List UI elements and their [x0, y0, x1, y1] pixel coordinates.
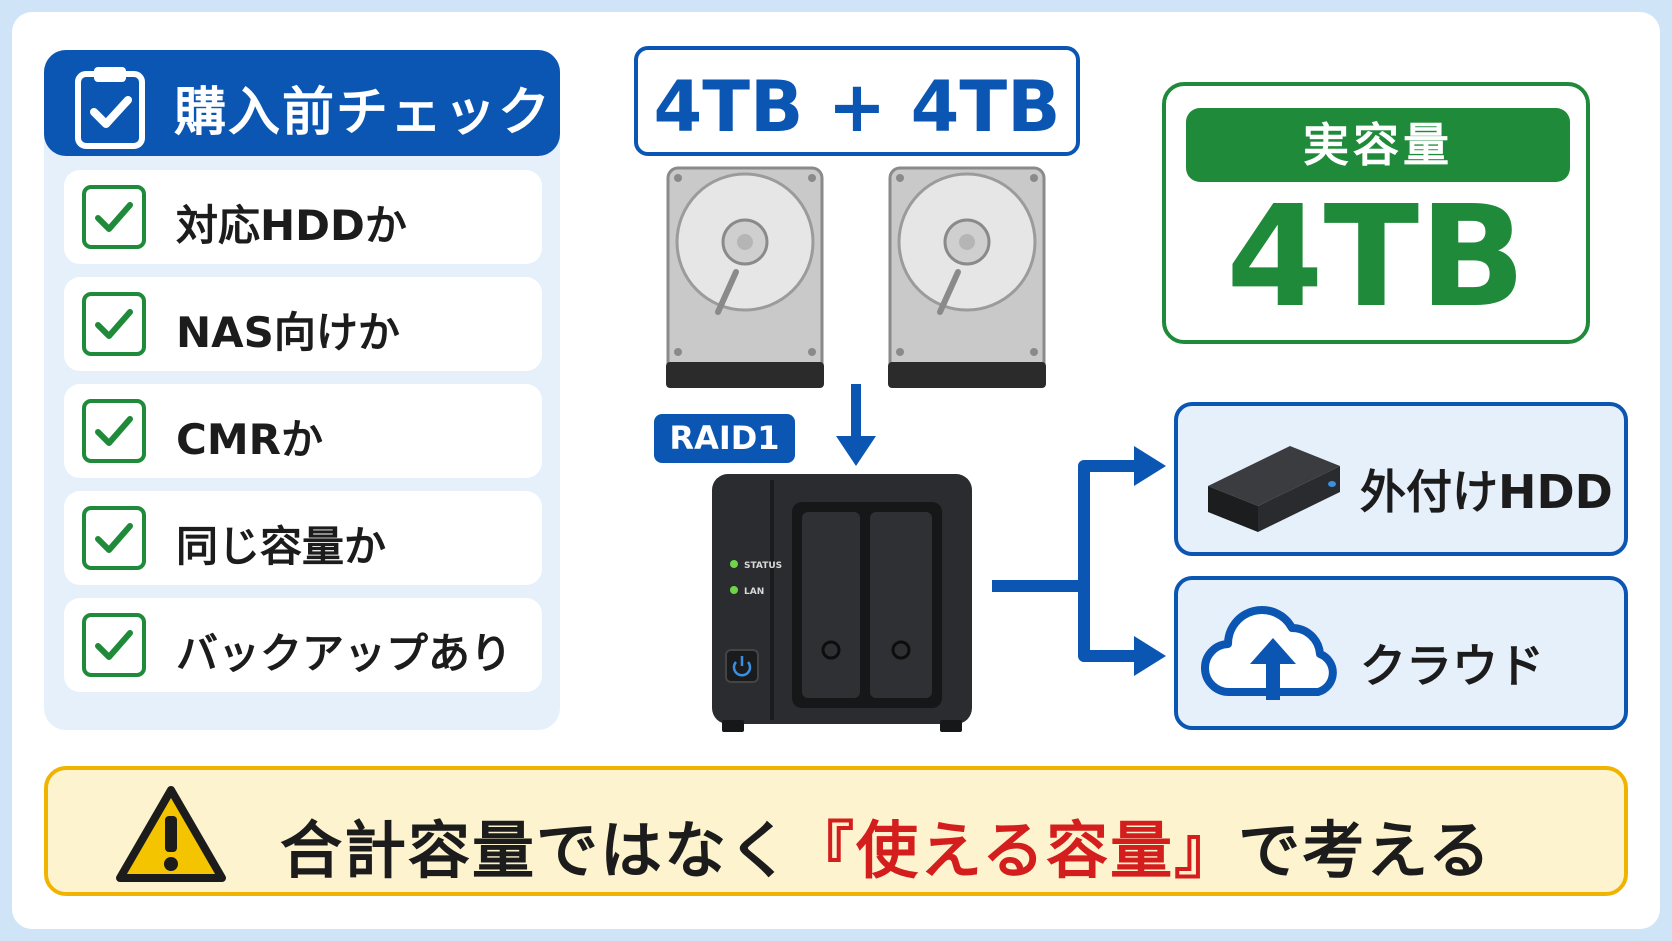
checklist-item-label: 対応HDDか [176, 201, 407, 250]
nas-device-icon: STATUS LAN [712, 474, 972, 732]
checklist-item-label: バックアップあり [176, 629, 513, 678]
checklist-item: 同じ容量か [64, 491, 542, 585]
banner-text-suffix: で考える [1238, 814, 1493, 887]
drive-capacity-box: 4TB + 4TB [634, 46, 1080, 156]
checklist-panel: 購入前チェック 対応HDDか NAS向けか CMRか 同じ容量か バックアップあ… [44, 50, 560, 730]
result-header: 実容量 [1186, 108, 1570, 182]
checklist-item: バックアップあり [64, 598, 542, 692]
checklist-item: NAS向けか [64, 277, 542, 371]
clipboard-check-icon [75, 67, 145, 149]
checklist-item-label: CMRか [176, 415, 323, 464]
result-value: 4TB [1226, 176, 1526, 339]
destination-label: 外付けHDD [1360, 465, 1613, 519]
banner-text: 合計容量ではなく『使える容量』で考える [280, 800, 1492, 890]
check-icon [82, 399, 146, 463]
checklist-item: CMRか [64, 384, 542, 478]
nas-lan-led-label: LAN [744, 587, 764, 597]
destination-cloud: クラウド [1174, 576, 1628, 730]
check-icon [82, 185, 146, 249]
destination-label: クラウド [1360, 639, 1544, 693]
warning-banner: 合計容量ではなく『使える容量』で考える [44, 766, 1628, 896]
banner-text-prefix: 合計容量ではなく [280, 814, 793, 887]
check-icon [82, 292, 146, 356]
result-box: 実容量 4TB [1162, 82, 1590, 344]
drive-capacity-label: 4TB + 4TB [653, 66, 1061, 148]
checklist-title: 購入前チェック [174, 83, 553, 143]
hard-drive-icon [666, 166, 824, 388]
cloud-upload-icon [1201, 606, 1337, 700]
banner-text-highlight: 『使える容量』 [792, 814, 1239, 887]
branch-arrow-icon [992, 446, 1166, 676]
checklist-item: 対応HDDか [64, 170, 542, 264]
check-icon [82, 506, 146, 570]
hard-drive-icon [888, 166, 1046, 388]
nas-status-led-label: STATUS [744, 561, 782, 571]
checklist-item-label: 同じ容量か [176, 522, 387, 571]
raid-badge: RAID1 [654, 414, 795, 463]
arrow-down-icon [836, 384, 876, 466]
destination-external-hdd: 外付けHDD [1174, 402, 1628, 556]
check-icon [82, 613, 146, 677]
warning-icon [116, 786, 226, 882]
checklist-header: 購入前チェック [44, 50, 560, 156]
external-hdd-icon [1208, 446, 1340, 532]
checklist-item-label: NAS向けか [176, 308, 400, 357]
